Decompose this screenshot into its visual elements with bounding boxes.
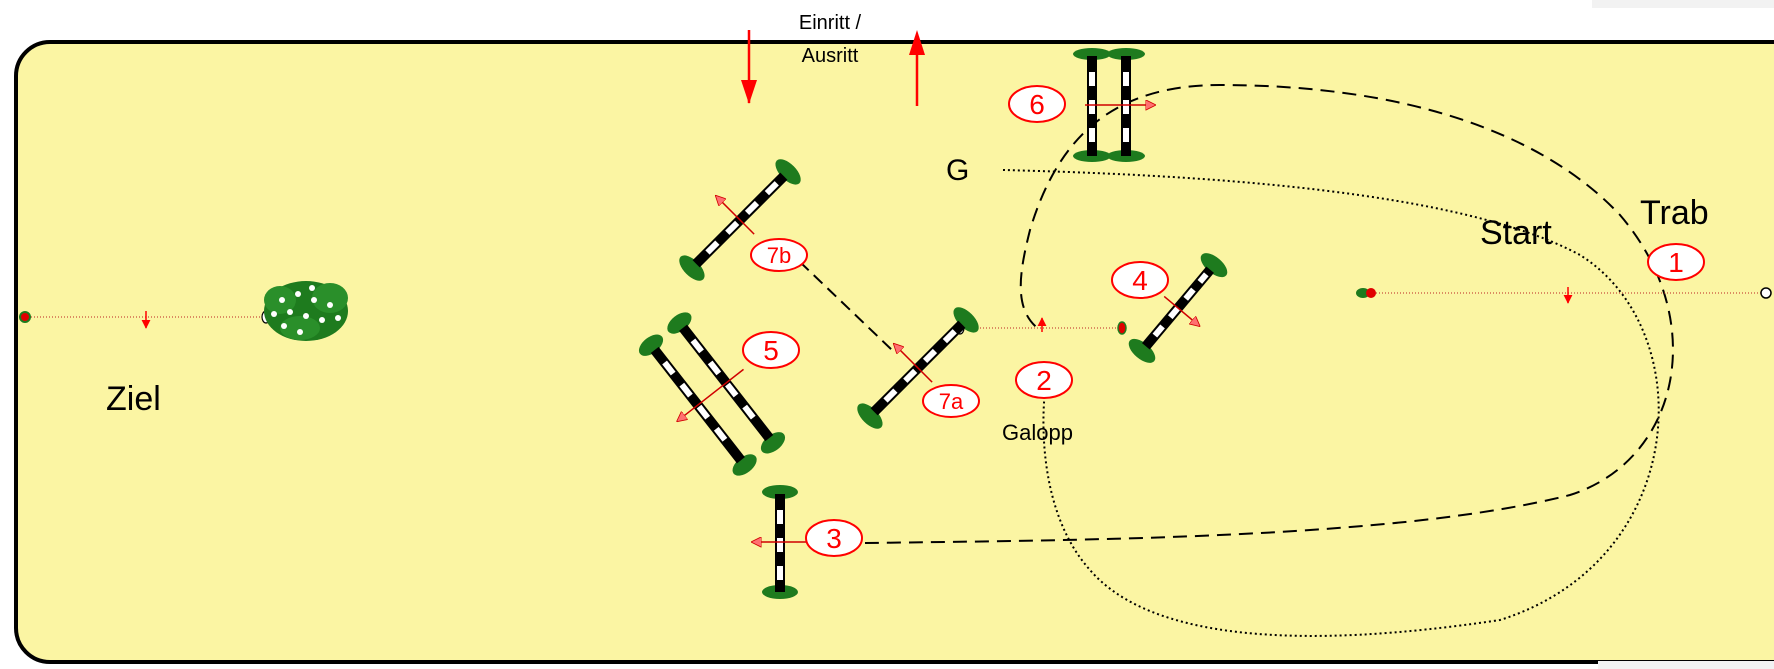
- badge-3-label: 3: [826, 523, 842, 554]
- finish-flag-red: [19, 311, 31, 323]
- badge-2: 2: [1015, 361, 1073, 399]
- badge-1-label: 1: [1668, 247, 1684, 278]
- label-ziel: Ziel: [106, 380, 161, 418]
- start-flag-right: [1760, 287, 1772, 299]
- badge-6-label: 6: [1029, 89, 1045, 120]
- badge-5-label: 5: [763, 335, 779, 366]
- label-g: G: [946, 154, 969, 187]
- start-flag-left-red: [1366, 288, 1376, 298]
- obstacle-3-jump: [752, 485, 810, 599]
- entry-label-line2: Ausritt: [802, 45, 859, 67]
- dashed-route: [864, 83, 1674, 544]
- corner-patch-top: [1592, 0, 1774, 8]
- obstacle-7b-jump: [679, 159, 801, 281]
- dotted-route: [1002, 169, 1660, 637]
- badge-7b: 7b: [750, 238, 808, 272]
- label-galopp: Galopp: [1002, 420, 1073, 445]
- badge-4-label: 4: [1132, 265, 1148, 296]
- obstacle-7a-jump: [857, 307, 979, 429]
- label-start: Start: [1480, 214, 1552, 252]
- entry-label-line1: Einritt /: [799, 12, 862, 34]
- label-trab: Trab: [1640, 194, 1709, 232]
- dashed-route-7: [799, 261, 893, 351]
- badge-1: 1: [1647, 243, 1705, 281]
- exit-arrow-head: [909, 30, 925, 55]
- arena: [14, 40, 1774, 664]
- flag-4-left: [1117, 321, 1127, 335]
- obstacle-5-jump: [638, 312, 786, 476]
- badge-5: 5: [742, 331, 800, 369]
- badge-3: 3: [805, 519, 863, 557]
- badge-7a-label: 7a: [939, 389, 964, 414]
- badge-7b-label: 7b: [767, 243, 791, 268]
- corner-patch-bottom: [1598, 661, 1774, 669]
- badge-4: 4: [1111, 261, 1169, 299]
- start-flag-left: [1356, 288, 1370, 298]
- badge-7a: 7a: [922, 384, 980, 418]
- obstacle-4-jump: [1128, 253, 1228, 363]
- finish-flower-hedge: [264, 281, 348, 341]
- badge-6: 6: [1008, 85, 1066, 123]
- obstacle-6-jump: [1073, 48, 1155, 162]
- entry-arrow-head: [741, 80, 757, 104]
- badge-2-label: 2: [1036, 365, 1052, 396]
